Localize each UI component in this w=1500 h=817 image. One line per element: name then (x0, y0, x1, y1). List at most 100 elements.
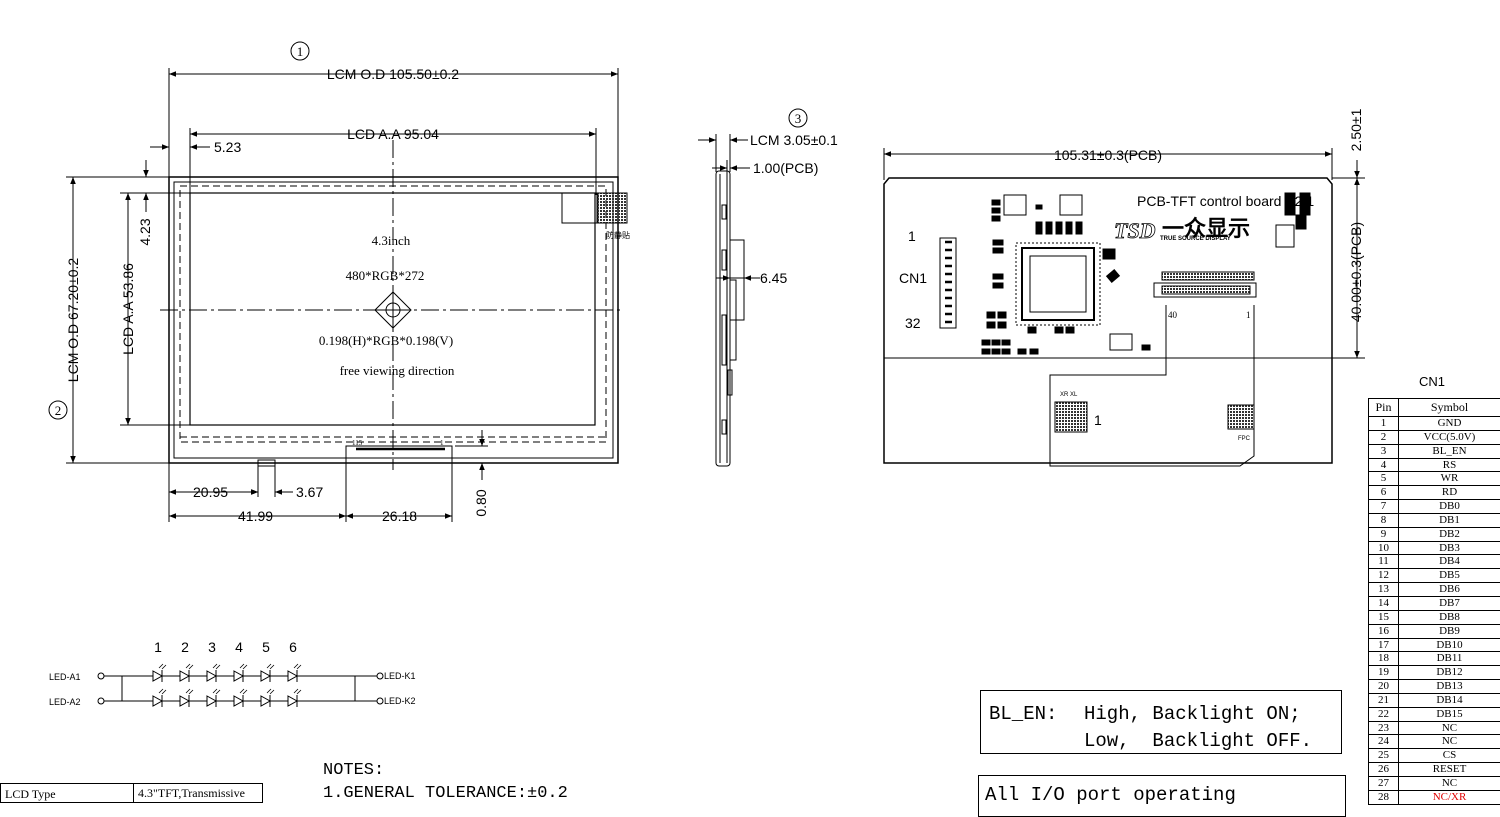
tape-outline (561, 192, 599, 224)
dim-20-95: 20.95 (193, 484, 228, 500)
fpc-pin-left: 115 (352, 439, 363, 447)
pin-number: 18 (1369, 652, 1399, 666)
pin-symbol: DB8 (1399, 611, 1500, 624)
pin-symbol: DB15 (1399, 708, 1500, 721)
pin-number: 23 (1369, 721, 1399, 735)
tp-labels: XR XL (1060, 392, 1078, 398)
dim-outer-width: LCM O.D 105.50±0.2 (327, 66, 459, 82)
pcb-view (883, 148, 1365, 467)
pin-number: 5 (1369, 472, 1399, 486)
tape-hatch (596, 192, 628, 224)
tp-pin-1: 1 (1094, 412, 1102, 428)
pin-symbol: DB5 (1399, 569, 1500, 582)
pin-number: 10 (1369, 541, 1399, 555)
pin-number: 28 (1369, 790, 1399, 804)
symbol-header: Symbol (1399, 399, 1500, 416)
led-diode (287, 663, 302, 682)
led-diode (287, 688, 302, 707)
pin-number: 26 (1369, 763, 1399, 776)
fpc-outline (345, 445, 453, 464)
led-k1: LED-K1 (384, 671, 416, 681)
bl-en-label: BL_EN: (989, 703, 1058, 725)
led-number: 3 (208, 639, 216, 655)
pin-number: 15 (1369, 610, 1399, 624)
logo-mark: TSD (1114, 218, 1156, 243)
io-note-text: All I/O port operating (985, 784, 1236, 806)
fpc-label: FPC (1238, 436, 1251, 442)
pin-symbol: DB7 (1399, 597, 1500, 610)
bl-en-note: BL_EN: High, Backlight ON; Low, Backligh… (980, 690, 1342, 754)
pin-number: 9 (1369, 527, 1399, 541)
pin-number: 2 (1369, 430, 1399, 444)
dim-left-offset: 5.23 (214, 139, 241, 155)
brand-cn: 一众显示 (1162, 216, 1250, 241)
pin-symbol: WR (1399, 472, 1500, 485)
pin-symbol: NC (1399, 722, 1500, 735)
pin-number: 6 (1369, 486, 1399, 500)
led-diode (233, 688, 248, 707)
led-a2: LED-A2 (49, 697, 81, 707)
pin-symbol: RS (1399, 459, 1500, 472)
bl-en-line2: Low, Backlight OFF. (1084, 730, 1313, 752)
spec-label: LCD Type (0, 783, 134, 803)
marker-side: 3 (795, 111, 802, 126)
pin-symbol: DB12 (1399, 666, 1500, 679)
io-note: All I/O port operating (978, 775, 1346, 817)
led-number: 2 (181, 639, 189, 655)
pin-number: 1 (1369, 417, 1399, 430)
dim-outer-height: LCM O.D 67.20±0.2 (65, 258, 81, 383)
pin-number: 11 (1369, 555, 1399, 569)
board-title: PCB-TFT control board V2.1 (1137, 193, 1314, 209)
pin-table-title: CN1 (1419, 374, 1446, 389)
fpc-pin-40: 40 (1168, 310, 1178, 320)
pin-number: 13 (1369, 583, 1399, 596)
size-text: 4.3inch (372, 233, 411, 248)
pin-number: 25 (1369, 749, 1399, 763)
marker-side-front: 2 (55, 403, 62, 418)
led-number: 1 (154, 639, 162, 655)
dim-0-80: 0.80 (473, 489, 489, 516)
dim-26-18: 26.18 (382, 508, 417, 524)
pin-symbol: RESET (1399, 763, 1500, 776)
led-diode (206, 688, 221, 707)
tape-label: 防静贴 (606, 230, 630, 240)
pin-number: 12 (1369, 569, 1399, 583)
marker-front: 1 (297, 44, 304, 59)
pin-number: 3 (1369, 444, 1399, 458)
dim-pcb-height: 40.00±0.3(PCB) (1348, 222, 1364, 322)
pin-symbol: DB6 (1399, 583, 1500, 596)
pin-symbol: DB2 (1399, 528, 1500, 541)
pin-symbol: DB3 (1399, 542, 1500, 555)
pin-symbol: NC/XR (1399, 791, 1500, 804)
bl-en-line1: High, Backlight ON; (1084, 703, 1301, 725)
pin-number: 22 (1369, 707, 1399, 721)
led-diode (152, 663, 167, 682)
pin-symbol: DB1 (1399, 514, 1500, 527)
pin-number: 17 (1369, 638, 1399, 652)
pin-first: 1 (908, 228, 916, 244)
pin-number: 16 (1369, 624, 1399, 638)
dim-active-height: LCD A.A 53.86 (120, 263, 136, 355)
